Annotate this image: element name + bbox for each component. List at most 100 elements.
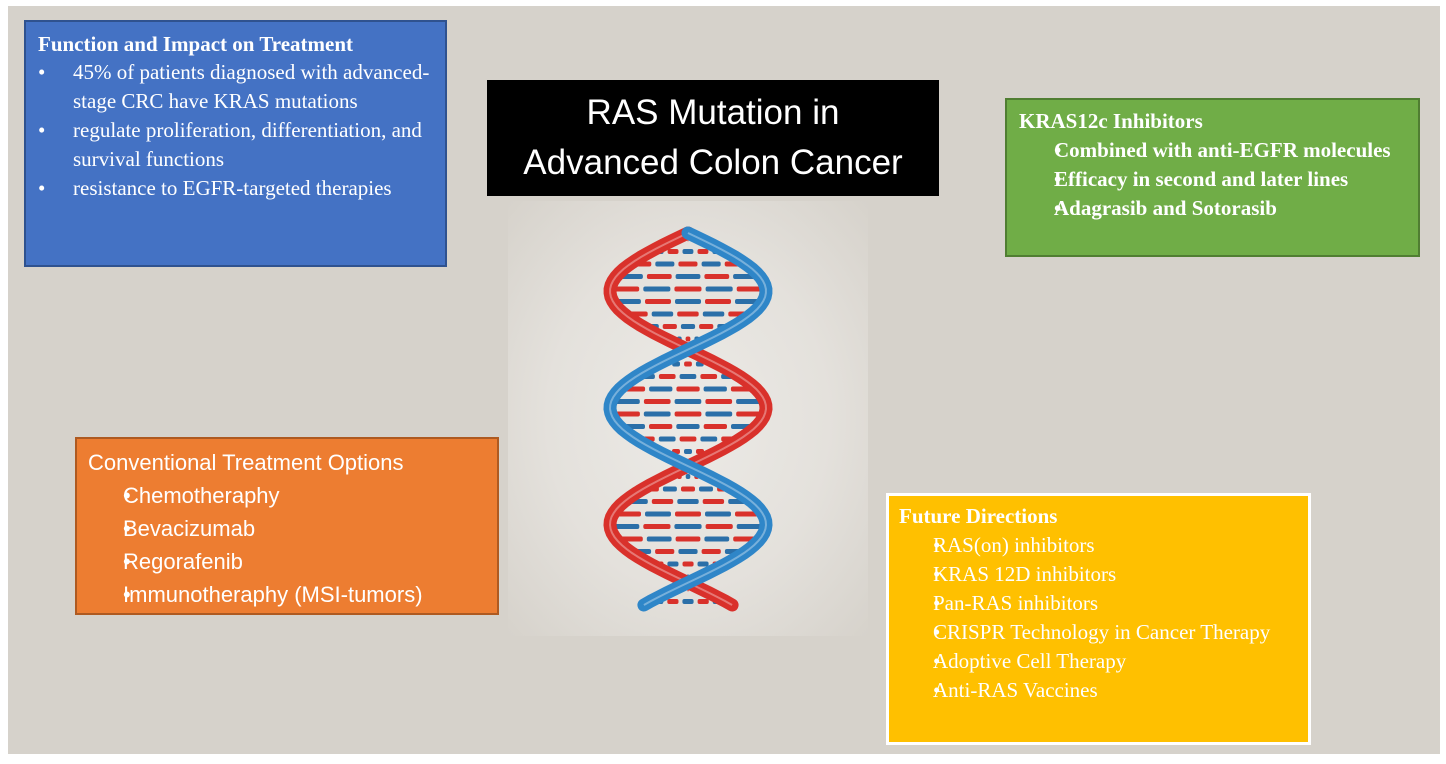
kras12c-inhibitors-box: KRAS12c Inhibitors Combined with anti-EG… — [1005, 98, 1420, 257]
list-item: Regorafenib — [88, 545, 486, 578]
dna-base-pair — [667, 249, 679, 254]
dna-base-pair — [612, 286, 640, 292]
list-item: Bevacizumab — [88, 512, 486, 545]
dna-base-pair — [658, 374, 676, 379]
dna-base-pair — [703, 386, 727, 392]
dna-base-pair — [699, 486, 713, 492]
list-item: Chemotheraphy — [88, 479, 486, 512]
kras12c-inhibitors-title: KRAS12c Inhibitors — [1019, 109, 1203, 133]
dna-base-pair — [675, 511, 701, 517]
dna-base-pair — [705, 399, 733, 404]
list-item: 45% of patients diagnosed with advanced-… — [38, 58, 433, 116]
dna-double-helix-icon — [603, 226, 773, 612]
dna-base-pair — [655, 549, 675, 554]
list-item: Combined with anti-EGFR molecules — [1019, 136, 1406, 165]
dna-strand-red-highlight — [608, 232, 768, 606]
dna-strand-blue-highlight — [608, 232, 768, 606]
dna-base-pair — [645, 511, 671, 517]
future-directions-list: RAS(on) inhibitors KRAS 12D inhibitors P… — [899, 531, 1298, 705]
dna-base-pair — [685, 474, 691, 479]
dna-base-pair — [700, 374, 718, 379]
dna-base-pair — [705, 511, 731, 517]
dna-base-pair — [643, 399, 671, 404]
main-title-line2: Advanced Colon Cancer — [523, 143, 903, 182]
future-directions-title: Future Directions — [899, 504, 1058, 528]
dna-base-pair — [699, 324, 714, 329]
dna-base-pair — [675, 274, 701, 279]
dna-base-pair — [685, 336, 691, 342]
conventional-treatment-list: Chemotheraphy Bevacizumab Regorafenib Im… — [88, 479, 486, 611]
kras12c-inhibitors-list: Combined with anti-EGFR molecules Effica… — [1019, 136, 1406, 223]
dna-base-pair — [677, 311, 699, 317]
dna-illustration — [508, 201, 868, 636]
dna-base-pair — [704, 536, 730, 542]
dna-base-pair — [705, 286, 733, 292]
dna-base-pair — [643, 524, 671, 529]
dna-base-pair — [705, 524, 733, 529]
dna-base-pair — [697, 249, 709, 254]
list-item: Adagrasib and Sotorasib — [1019, 194, 1406, 223]
list-item: Adoptive Cell Therapy — [899, 647, 1298, 676]
dna-base-pair — [700, 436, 718, 442]
dna-base-pair — [678, 549, 698, 554]
dna-base-pair — [662, 486, 677, 492]
dna-base-pair — [682, 599, 694, 604]
function-impact-box: Function and Impact on Treatment 45% of … — [24, 20, 447, 267]
dna-base-pair — [703, 424, 727, 429]
dna-base-pair — [658, 436, 676, 442]
function-impact-title: Function and Impact on Treatment — [38, 32, 354, 56]
function-impact-list: 45% of patients diagnosed with advanced-… — [38, 58, 433, 203]
dna-base-pair — [674, 399, 702, 404]
dna-base-pair — [705, 299, 731, 304]
dna-base-pair — [651, 499, 674, 504]
dna-base-pair — [676, 386, 700, 392]
dna-base-pair — [674, 411, 702, 417]
dna-base-pair — [679, 374, 697, 379]
dna-base-pair — [675, 536, 701, 542]
dna-base-pair — [679, 436, 697, 442]
dna-base-pair — [674, 286, 702, 292]
dna-base-pair — [682, 249, 694, 254]
list-item: Immunotheraphy (MSI-tumors) — [88, 578, 486, 611]
dna-base-pair — [684, 361, 692, 367]
dna-base-pair — [676, 424, 700, 429]
list-item: Efficacy in second and later lines — [1019, 165, 1406, 194]
list-item: resistance to EGFR-targeted therapies — [38, 174, 433, 203]
dna-base-pair — [680, 324, 696, 329]
dna-base-pair — [646, 536, 672, 542]
dna-base-pair — [612, 524, 640, 529]
dna-base-pair — [684, 449, 692, 454]
dna-strand-blue — [603, 226, 773, 612]
dna-base-pair — [705, 411, 733, 417]
dna-base-pair — [662, 324, 677, 329]
dna-base-pair — [667, 561, 679, 567]
dna-base-pair — [646, 274, 672, 279]
conventional-treatment-box: Conventional Treatment Options Chemother… — [75, 437, 499, 615]
dna-base-pair — [613, 399, 640, 404]
dna-base-pair — [697, 561, 709, 567]
dna-base-pair — [667, 599, 679, 604]
dna-base-pair — [643, 411, 671, 417]
dna-base-pair — [736, 399, 763, 404]
dna-base-pair — [702, 499, 725, 504]
dna-base-pair — [645, 299, 671, 304]
dna-base-pair — [649, 424, 673, 429]
diagram-canvas: Function and Impact on Treatment 45% of … — [8, 6, 1440, 754]
dna-base-pair — [649, 386, 673, 392]
dna-base-pair — [675, 299, 701, 304]
main-title-box: RAS Mutation in Advanced Colon Cancer — [487, 80, 939, 196]
list-item: CRISPR Technology in Cancer Therapy — [899, 618, 1298, 647]
dna-base-pair — [702, 311, 725, 317]
list-item: Anti-RAS Vaccines — [899, 676, 1298, 705]
list-item: Pan-RAS inhibitors — [899, 589, 1298, 618]
dna-base-pair — [736, 286, 764, 292]
dna-base-pair — [681, 486, 695, 492]
dna-base-pair — [704, 274, 730, 279]
main-title-line1: RAS Mutation in — [586, 93, 840, 132]
dna-base-pair — [701, 549, 721, 554]
dna-strand-red — [603, 226, 773, 612]
dna-base-pair — [643, 286, 671, 292]
dna-base-pair — [655, 261, 675, 267]
list-item: RAS(on) inhibitors — [899, 531, 1298, 560]
dna-base-pair — [736, 411, 763, 417]
